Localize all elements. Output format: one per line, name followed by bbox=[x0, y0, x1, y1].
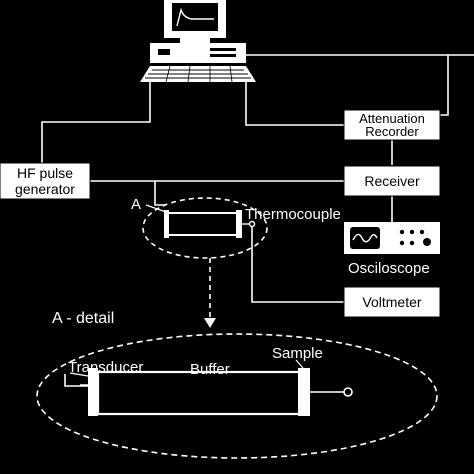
marker-a-label: A bbox=[131, 196, 141, 213]
wire-computer-to-recorder bbox=[245, 80, 344, 126]
hf-pulse-generator-label-line1: HF pulse bbox=[17, 165, 73, 181]
oscilloscope-icon bbox=[344, 222, 440, 254]
sample-label: Sample bbox=[272, 345, 323, 362]
sample-lead-terminal bbox=[343, 387, 353, 397]
voltmeter-label: Voltmeter bbox=[362, 294, 421, 310]
detail-ellipse-small bbox=[142, 197, 268, 259]
receiver-box: Receiver bbox=[343, 165, 441, 197]
detail-title: A - detail bbox=[52, 310, 114, 327]
wire-to-transducer bbox=[154, 181, 166, 206]
transducer-label: Transducer bbox=[68, 359, 143, 376]
attenuation-recorder-label-line1: Attenuation bbox=[359, 111, 425, 126]
transducer-lead bbox=[64, 374, 88, 387]
wire-computer-to-generator bbox=[41, 80, 151, 163]
wire-bus-to-recorder bbox=[440, 55, 449, 116]
sample-small bbox=[236, 210, 242, 238]
connection-wires bbox=[41, 54, 474, 303]
oscilloscope-label: Osciloscope bbox=[348, 260, 430, 277]
thermocouple-label: Thermocouple bbox=[245, 206, 341, 223]
buffer-rod-small bbox=[165, 212, 239, 236]
detail-view bbox=[36, 333, 438, 459]
attenuation-recorder-box: Attenuation Recorder bbox=[343, 109, 441, 141]
wire-thermocouple-to-voltmeter bbox=[251, 225, 344, 303]
sample-holder-small bbox=[142, 197, 268, 259]
detail-ellipse-large bbox=[36, 333, 438, 459]
transducer-small bbox=[164, 210, 169, 238]
hf-pulse-generator-box: HF pulse generator bbox=[0, 162, 91, 200]
hf-pulse-generator-label-line2: generator bbox=[15, 181, 75, 197]
voltmeter-box: Voltmeter bbox=[343, 286, 441, 318]
attenuation-recorder-label-line2: Recorder bbox=[365, 124, 419, 139]
buffer-label: Buffer bbox=[190, 361, 230, 378]
receiver-label: Receiver bbox=[364, 173, 420, 189]
detail-arrow bbox=[204, 258, 216, 328]
marker-a-pointer bbox=[145, 204, 167, 213]
sample-large bbox=[298, 368, 310, 416]
transducer-large bbox=[88, 368, 98, 416]
buffer-rod-large bbox=[96, 370, 304, 416]
computer-icon bbox=[140, 0, 256, 83]
